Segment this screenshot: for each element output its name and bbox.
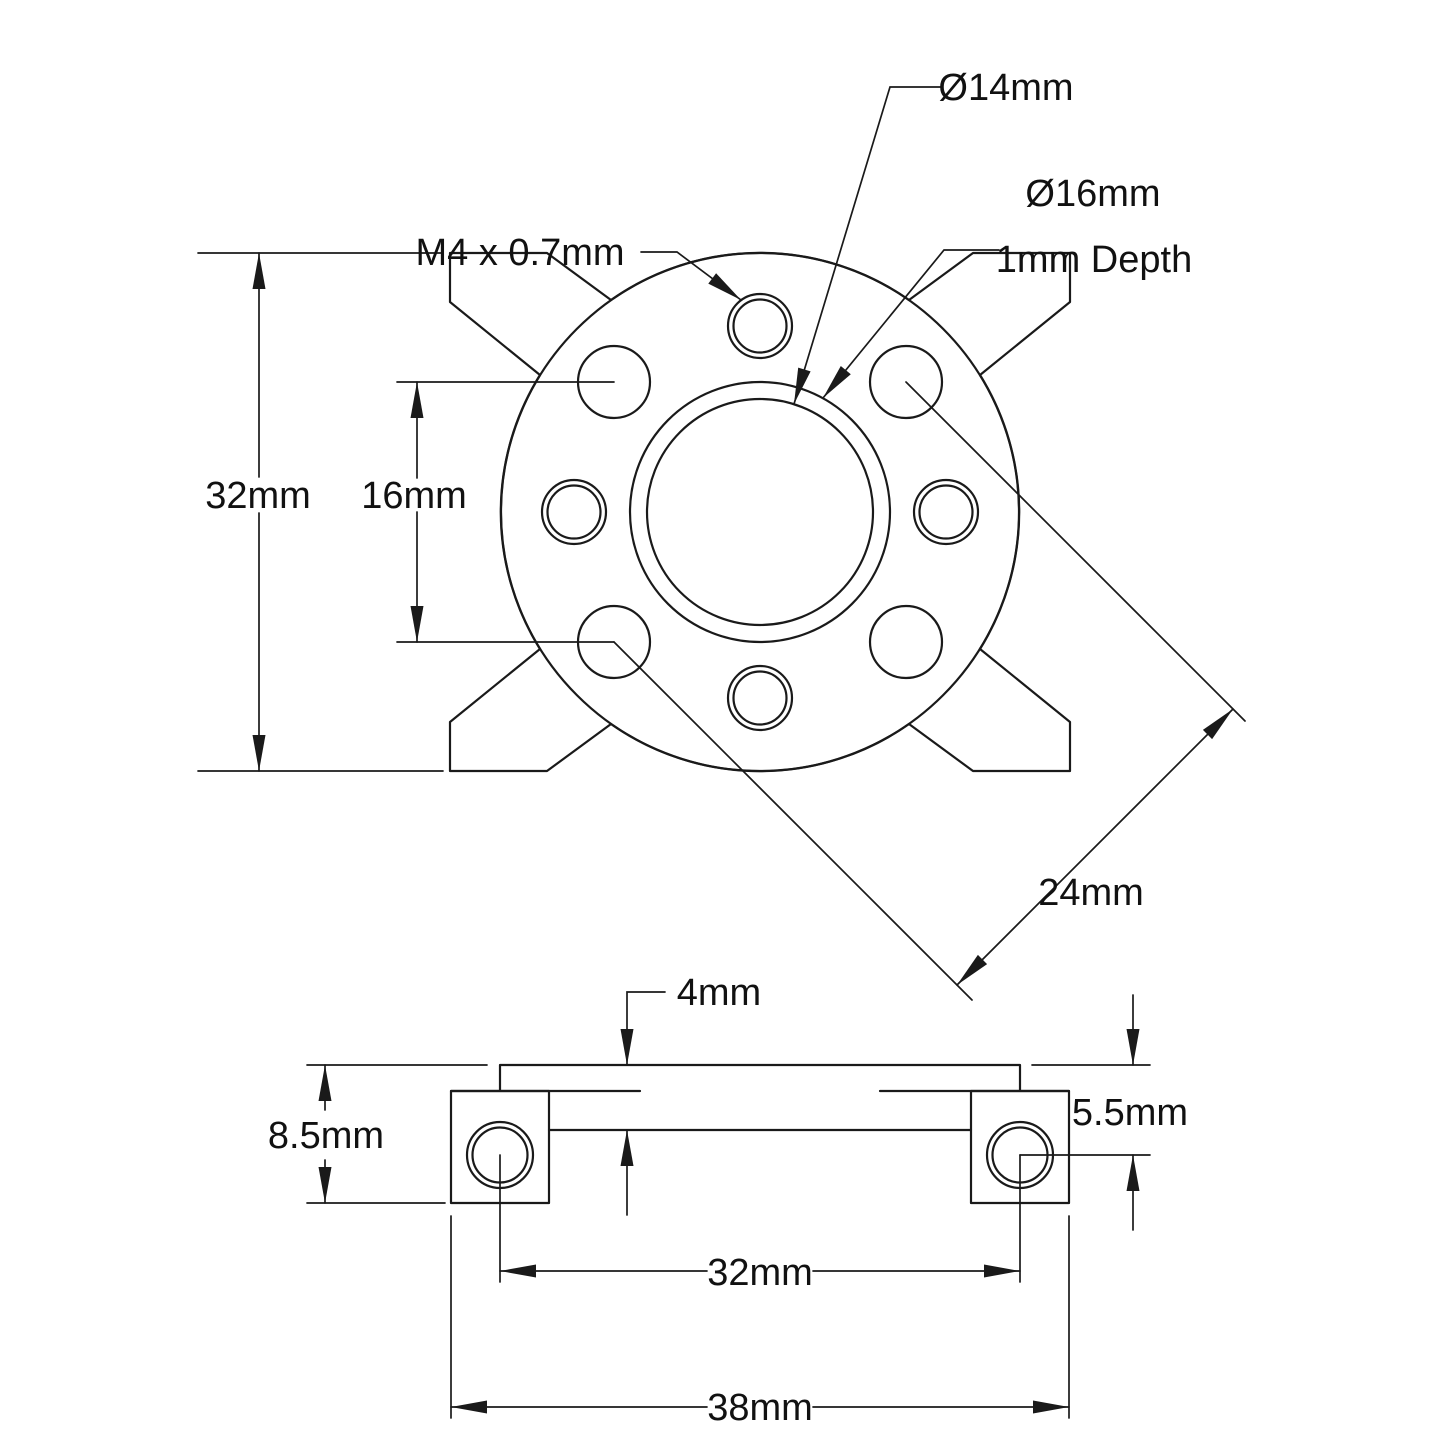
arrowhead-up [620, 1130, 634, 1166]
extension-lines [306, 1064, 488, 1204]
hole-centerlines [499, 1154, 1021, 1283]
leader-line [640, 251, 742, 301]
arrowhead-up [318, 1065, 332, 1101]
arrowhead-down [620, 1029, 634, 1065]
dim-plate-thickness: 4mm [620, 972, 761, 1216]
dim-label-8-5mm: 8.5mm [268, 1115, 384, 1157]
dim-label-32mm-height: 32mm [205, 475, 311, 517]
extension-lines [1019, 1064, 1151, 1156]
leader-line [626, 991, 666, 1216]
arrowhead [794, 367, 811, 404]
arrowhead-down [318, 1167, 332, 1203]
dim-side-hole-spacing: 32mm [499, 1252, 1021, 1294]
dim-hole-center-offset: 5.5mm [1019, 994, 1188, 1231]
arrowhead-up [410, 382, 424, 418]
dim-hole-spacing-diagonal: 24mm [613, 381, 1246, 1001]
leader-line [822, 249, 1000, 399]
arrowhead-sw [957, 954, 988, 985]
recess-circle [628, 380, 892, 644]
arrowhead-up [1126, 1155, 1140, 1191]
m4-holes [540, 292, 980, 732]
arrowhead-left [500, 1264, 536, 1278]
callout-recess: Ø16mm 1mm Depth [822, 173, 1192, 399]
dim-label-32mm-spacing: 32mm [707, 1252, 813, 1294]
arrowhead-down [410, 606, 424, 642]
callout-m4-thread: M4 x 0.7mm [415, 232, 742, 301]
arrowhead-up [252, 253, 266, 289]
dimension-line [956, 708, 1234, 986]
corner-holes [576, 344, 944, 680]
dim-overall-width: 38mm [450, 1215, 1070, 1429]
dim-hole-spacing-vertical: 16mm [361, 381, 615, 643]
leader-line [793, 86, 942, 405]
extension-lines [450, 1215, 1070, 1419]
arrowhead [708, 273, 741, 300]
extension-lines [396, 381, 615, 643]
arrowhead-right [1033, 1400, 1069, 1414]
bore-circle [645, 397, 875, 627]
dim-label-16mm: 16mm [361, 475, 467, 517]
top-view: 32mm 16mm 24mm M4 x 0.7mm Ø1 [197, 67, 1246, 1001]
dim-label-24mm: 24mm [1038, 872, 1144, 914]
dim-overall-thickness: 8.5mm [268, 1064, 488, 1204]
arrowhead-down [1126, 1029, 1140, 1065]
label-recess-depth: 1mm Depth [996, 239, 1192, 281]
extension-lines [613, 381, 1246, 1001]
dim-label-38mm: 38mm [707, 1387, 813, 1429]
arrowhead-left [451, 1400, 487, 1414]
arrowhead [823, 366, 851, 398]
arrowhead-down [252, 735, 266, 771]
label-recess-diameter: Ø16mm [1025, 173, 1160, 215]
dim-label-4mm: 4mm [677, 972, 761, 1014]
label-bore-diameter: Ø14mm [938, 67, 1073, 109]
extension-lines [197, 252, 444, 772]
plate-profile [449, 1063, 1071, 1132]
callout-bore: Ø14mm [793, 67, 1074, 405]
flange-circle [499, 251, 1021, 773]
dim-overall-height: 32mm [197, 252, 444, 772]
side-view: 4mm 8.5mm 5.5mm 32mm [268, 972, 1188, 1429]
dim-label-5-5mm: 5.5mm [1072, 1092, 1188, 1134]
arrowhead-ne [1202, 709, 1233, 740]
arrowhead-right [984, 1264, 1020, 1278]
label-m4-thread: M4 x 0.7mm [415, 232, 624, 274]
